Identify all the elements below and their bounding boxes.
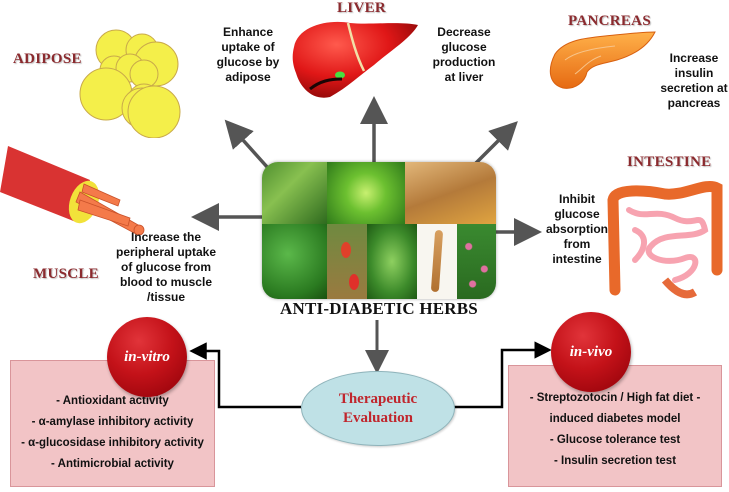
adipose-effect-line: Enhance: [222, 25, 273, 39]
arrow-to-adipose: [224, 119, 270, 170]
herb-photo-gymnema: [262, 224, 327, 299]
in-vitro-item: - Antimicrobial activity: [51, 458, 174, 470]
intestine-icon: [607, 181, 723, 299]
in-vitro-item: - Antioxidant activity: [56, 395, 169, 407]
in-vitro-item: - α-amylase inhibitory activity: [31, 416, 194, 428]
intestine-title: INTESTINE: [627, 154, 712, 170]
anti-diabetic-herbs-title: ANTI-DIABETIC HERBS: [280, 299, 478, 318]
intestine-effect-line: from: [563, 237, 591, 251]
herb-photo-neem: [262, 162, 327, 224]
in-vivo-badge: in-vivo: [551, 312, 631, 392]
liver-effect-line: production: [432, 55, 496, 69]
in-vivo-item: - Insulin secretion test: [553, 455, 677, 467]
in-vitro-box: - Antioxidant activity - α-amylase inhib…: [10, 360, 215, 487]
adipose-effect-line: adipose: [225, 70, 271, 84]
in-vitro-badge: in-vitro: [107, 317, 187, 397]
intestine-effect-line: absorption: [546, 222, 608, 236]
muscle-effect-line: peripheral uptake: [115, 245, 217, 259]
in-vivo-item: - Glucose tolerance test: [549, 434, 681, 446]
pancreas-effect-line: Increase: [669, 51, 719, 65]
pancreas-title: PANCREAS: [568, 13, 651, 29]
pancreas-effect-line: insulin: [674, 66, 714, 80]
in-vitro-item: - α-glucosidase inhibitory activity: [21, 437, 204, 449]
herb-photo-periwinkle: [457, 224, 496, 299]
fat-cells-icon: [79, 29, 181, 138]
liver-effect-line: Decrease: [437, 25, 491, 39]
in-vivo-box: - Streptozotocin / High fat diet - induc…: [508, 365, 722, 487]
adipose-effect: Enhance uptake of glucose by adipose: [200, 25, 296, 85]
pancreas-effect-line: pancreas: [667, 96, 721, 110]
connector-to-in-vitro: [189, 342, 301, 409]
arrow-to-pancreas: [472, 121, 518, 167]
therapeutic-evaluation-node: Therapeutic Evaluation: [301, 371, 455, 446]
liver-effect-line: glucose: [441, 40, 487, 54]
herb-photo-ginseng: [417, 224, 457, 299]
muscle-effect-line: of glucose from: [120, 260, 211, 274]
in-vivo-label: in-vivo: [569, 343, 613, 360]
evaluation-label-line2: Evaluation: [342, 409, 414, 426]
muscle-effect-line: Increase the: [130, 230, 202, 244]
muscle-effect-line: /tissue: [146, 290, 185, 304]
intestine-effect-line: glucose: [554, 207, 600, 221]
connector-to-in-vivo: [453, 341, 552, 409]
liver-effect-line: at liver: [444, 70, 484, 84]
intestine-effect-line: intestine: [552, 252, 602, 266]
in-vitro-label: in-vitro: [124, 348, 170, 365]
muscle-effect: Increase the peripheral uptake of glucos…: [110, 230, 222, 305]
liver-effect: Decrease glucose production at liver: [424, 25, 504, 85]
adipose-effect-line: uptake of: [221, 40, 275, 54]
pancreas-effect-line: secretion at: [660, 81, 728, 95]
muscle-fiber-icon: [0, 146, 145, 235]
pancreas-effect: Increase insulin secretion at pancreas: [660, 51, 728, 111]
liver-icon: [292, 21, 418, 98]
in-vivo-item: induced diabetes model: [549, 413, 681, 425]
herb-photo-ivy-gourd: [327, 224, 367, 299]
evaluation-label-line1: Therapeutic: [338, 390, 418, 407]
muscle-title: MUSCLE: [33, 266, 99, 282]
herb-photo-aloe: [327, 162, 405, 224]
in-vivo-item: - Streptozotocin / High fat diet -: [529, 392, 701, 404]
intestine-effect: Inhibit glucose absorption from intestin…: [540, 192, 614, 267]
herb-photo-bitter-gourd: [367, 224, 417, 299]
muscle-effect-line: blood to muscle: [119, 275, 212, 289]
intestine-effect-line: Inhibit: [559, 192, 595, 206]
pancreas-icon: [549, 31, 656, 89]
adipose-effect-line: glucose by: [216, 55, 280, 69]
herb-photo-turmeric: [405, 162, 496, 224]
liver-title: LIVER: [337, 0, 387, 16]
herb-collage-image: [262, 162, 496, 299]
adipose-title: ADIPOSE: [13, 51, 82, 67]
